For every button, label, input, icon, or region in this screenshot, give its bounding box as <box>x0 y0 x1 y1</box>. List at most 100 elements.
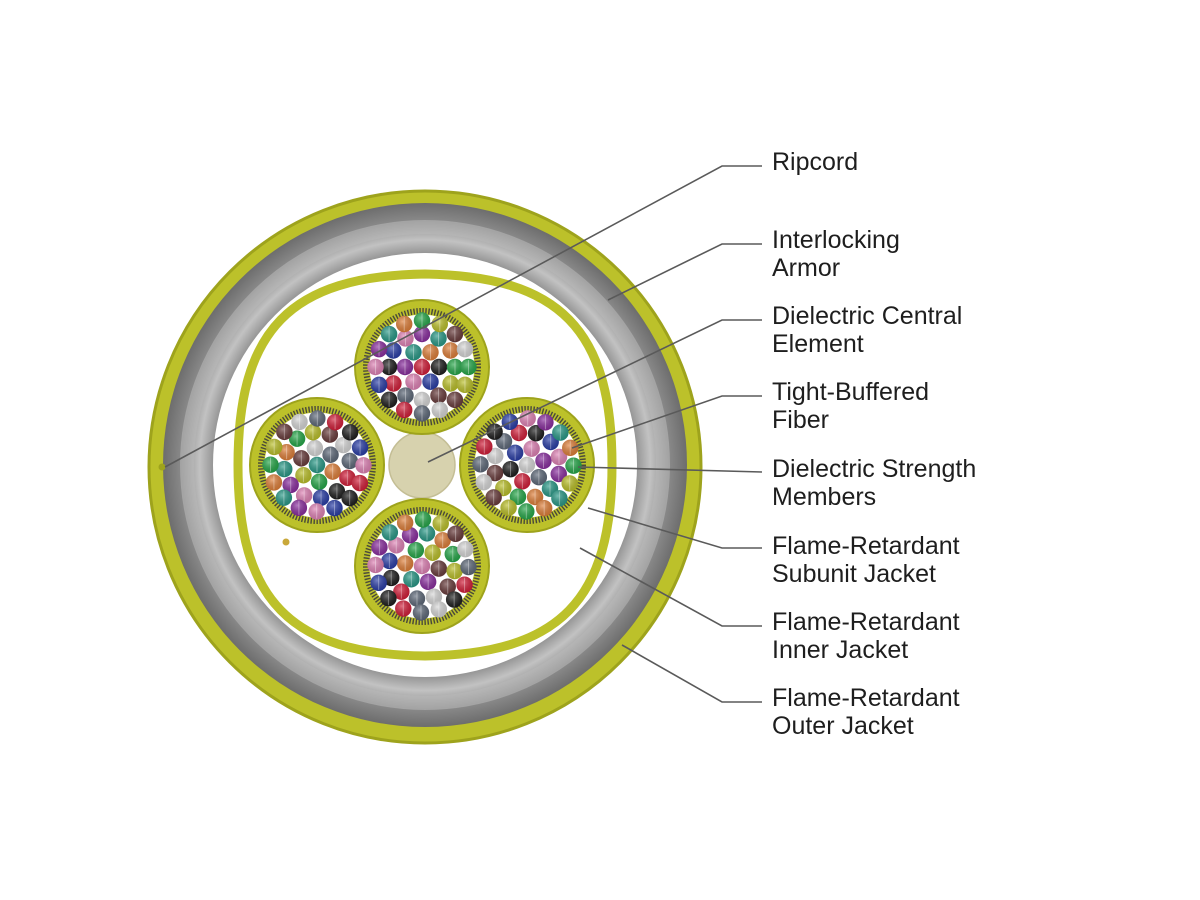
label-outer-jacket: Flame-Retardant Outer Jacket <box>772 684 960 740</box>
fiber-shading <box>351 474 369 492</box>
fiber-shading <box>527 425 545 442</box>
label-ripcord: Ripcord <box>772 148 859 176</box>
fiber-shading <box>328 483 346 500</box>
fiber-shading <box>442 342 459 359</box>
leader-inner-jacket <box>579 547 762 627</box>
fiber-shading <box>295 467 312 484</box>
fiber-shading <box>460 358 477 376</box>
fiber-shading <box>265 474 283 491</box>
fiber-shading <box>405 373 422 390</box>
fiber-shading <box>388 537 405 554</box>
label-dielectric-central-element: Dielectric Central Element <box>772 302 963 358</box>
fiber-shading <box>370 376 388 393</box>
strength-member-ring <box>468 406 586 524</box>
fiber-shading <box>430 358 448 376</box>
fiber-shading <box>341 489 358 507</box>
fiber-shading <box>537 414 554 431</box>
armor-highlight-band <box>180 220 670 710</box>
fiber-shading <box>425 588 443 605</box>
leader-central-element <box>427 319 762 463</box>
fiber-shading <box>446 562 463 580</box>
fiber-shading <box>304 424 322 441</box>
ripcord-small <box>282 538 290 546</box>
fiber-shading <box>324 463 341 480</box>
fiber-shading <box>396 401 413 419</box>
fiber-shading <box>457 540 474 558</box>
label-tight-buffered-fiber: Tight-Buffered Fiber <box>772 378 930 434</box>
fiber-shading <box>341 424 359 441</box>
label-dielectric-strength-members: Dielectric Strength Members <box>772 455 977 511</box>
fiber-shading <box>413 557 431 575</box>
subunit <box>354 498 490 634</box>
fiber-shading <box>414 511 432 528</box>
fiber-shading <box>341 452 358 470</box>
fiber-shading <box>502 460 519 478</box>
fiber-shading <box>396 514 414 531</box>
fiber-shading <box>550 448 568 466</box>
fiber-shading <box>430 387 447 404</box>
fiber-shading <box>444 545 461 563</box>
fiber-shading <box>403 571 420 588</box>
fiber-shading <box>306 439 324 457</box>
fiber-shading <box>460 558 477 576</box>
fiber-shading <box>367 358 384 376</box>
leader-outer-jacket <box>621 644 762 703</box>
fiber-shading <box>370 574 387 592</box>
fiber-shading <box>405 344 422 361</box>
subunit <box>354 299 490 435</box>
fiber-shading <box>308 456 326 474</box>
fiber-shading <box>476 438 493 455</box>
fiber-shading <box>445 591 463 608</box>
fiber-shading <box>380 358 398 376</box>
fiber-shading <box>385 375 402 392</box>
fiber-shading <box>519 410 536 427</box>
fiber-shading <box>397 555 414 572</box>
fiber-shading <box>396 315 413 333</box>
inner-jacket <box>233 269 617 661</box>
label-interlocking-armor: Interlocking Armor <box>772 226 900 282</box>
fiber-shading <box>447 525 464 543</box>
label-subunit-jacket: Flame-Retardant Subunit Jacket <box>772 532 960 588</box>
fiber-shading <box>278 443 295 461</box>
fiber-shading <box>309 410 326 427</box>
fiber-shading <box>526 488 544 506</box>
fiber-shading <box>561 475 578 492</box>
label-inner-jacket: Flame-Retardant Inner Jacket <box>772 608 960 664</box>
fiber-shading <box>367 556 384 574</box>
fiber-shading <box>506 444 524 461</box>
fiber-shading <box>431 401 448 419</box>
fiber-shading <box>485 489 502 506</box>
fiber-shading <box>446 325 464 343</box>
fiber-shading <box>408 590 426 607</box>
fiber-shading <box>295 487 313 504</box>
fiber-shading <box>518 503 535 520</box>
fiber-shading <box>550 465 567 483</box>
fiber-shading <box>418 525 436 542</box>
fiber-shading <box>393 583 410 600</box>
fiber-shading <box>530 469 548 486</box>
fiber-shading <box>472 456 489 473</box>
fiber-shading <box>381 524 399 541</box>
fiber-shading <box>321 426 339 443</box>
fiber-shading <box>442 375 459 392</box>
subunits <box>249 299 595 634</box>
fiber-shading <box>500 499 517 516</box>
strength-member-ring <box>363 308 481 426</box>
fiber-shading <box>509 488 527 505</box>
fiber-shading <box>322 446 339 463</box>
fiber-shading <box>395 600 412 617</box>
fiber-shading <box>282 476 299 494</box>
fiber-shading <box>310 473 328 491</box>
fiber-shading <box>288 430 306 447</box>
fiber-shading <box>383 569 400 587</box>
fiber-shading <box>434 532 451 549</box>
fiber-shading <box>430 330 447 347</box>
fiber-shading <box>276 423 293 441</box>
fiber-shading <box>407 541 425 559</box>
fiber-shading <box>514 473 531 490</box>
fiber-shading <box>413 312 431 329</box>
fiber-shading <box>456 576 473 593</box>
leader-interlocking-armor <box>607 243 762 301</box>
fiber-shading <box>276 460 293 478</box>
fiber-shading <box>535 452 552 470</box>
